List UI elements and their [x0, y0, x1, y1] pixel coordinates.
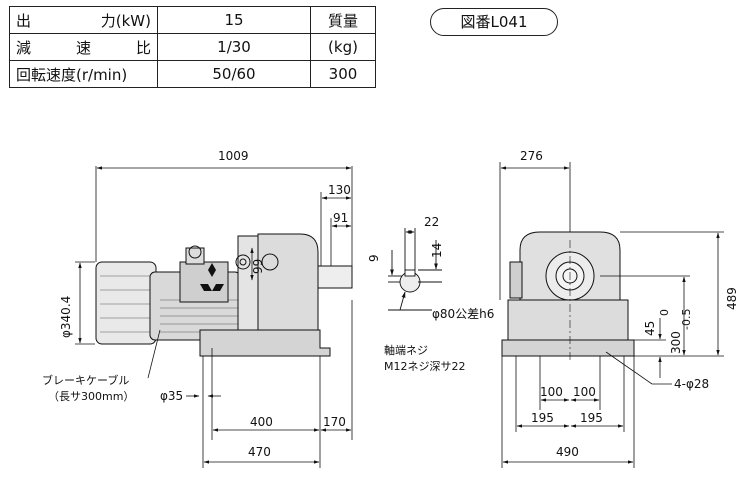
mass-unit: (kg): [310, 33, 376, 61]
brand-logo: [200, 263, 224, 291]
dim-overall-length: 1009: [218, 149, 249, 163]
speed-label: 回転速度(r/min): [9, 60, 158, 88]
dim-height-99: 99: [251, 259, 265, 274]
spec-table: 出力(kW) 15 質量 減速比 1/30 (kg) 回転速度(r/min) 5…: [9, 6, 376, 88]
output-label: 出力(kW): [9, 6, 158, 34]
speed-value: 50/60: [157, 60, 311, 88]
dim-cable-diameter: φ35: [160, 389, 183, 403]
dim-shaft-height-tol-lower: -0.5: [680, 309, 693, 330]
mass-header: 質量: [310, 6, 376, 34]
dim-front-width-top: 276: [520, 149, 543, 163]
dim-foot-45: 45: [643, 321, 657, 336]
shaft-end-detail: [388, 228, 442, 311]
dim-key-width: 22: [424, 215, 439, 229]
dim-base-170: 170: [323, 415, 346, 429]
dim-motor-diameter: φ340.4: [59, 296, 73, 338]
dim-front-height: 489: [725, 287, 739, 310]
mass-value: 300: [310, 60, 376, 88]
dim-shaft-diameter: φ80公差h6: [432, 307, 494, 321]
tap-spec: M12ネジ深サ22: [384, 360, 466, 373]
dim-front-195a: 195: [531, 411, 554, 425]
side-view-dimensions: [75, 166, 353, 468]
dim-base-400: 400: [250, 415, 273, 429]
brake-cable-label: ブレーキケーブル: [42, 373, 129, 387]
tap-label: 軸端ネジ: [384, 343, 428, 357]
side-view: [95, 233, 353, 379]
dim-base-470: 470: [248, 445, 271, 459]
dim-front-100b: 100: [573, 385, 596, 399]
dim-shaft-key-offset: 91: [333, 211, 348, 225]
brake-cable-length: （長サ300mm）: [48, 390, 134, 403]
dim-front-195b: 195: [580, 411, 603, 425]
dim-front-100a: 100: [540, 385, 563, 399]
dim-front-490: 490: [556, 445, 579, 459]
dim-key-depth: 14: [430, 243, 444, 258]
front-view: [501, 231, 635, 362]
dim-shaft-projection: 130: [328, 183, 351, 197]
dim-key-9: 9: [367, 254, 381, 262]
dim-shaft-height: 300: [669, 331, 683, 354]
output-value: 15: [157, 6, 311, 34]
ratio-value: 1/30: [157, 33, 311, 61]
drawing-number-badge: 図番L041: [430, 8, 558, 36]
ratio-label: 減速比: [9, 33, 158, 61]
front-view-dimensions: [499, 162, 724, 468]
dim-shaft-height-tol-upper: 0: [658, 309, 671, 316]
dim-holes: 4-φ28: [674, 377, 709, 391]
